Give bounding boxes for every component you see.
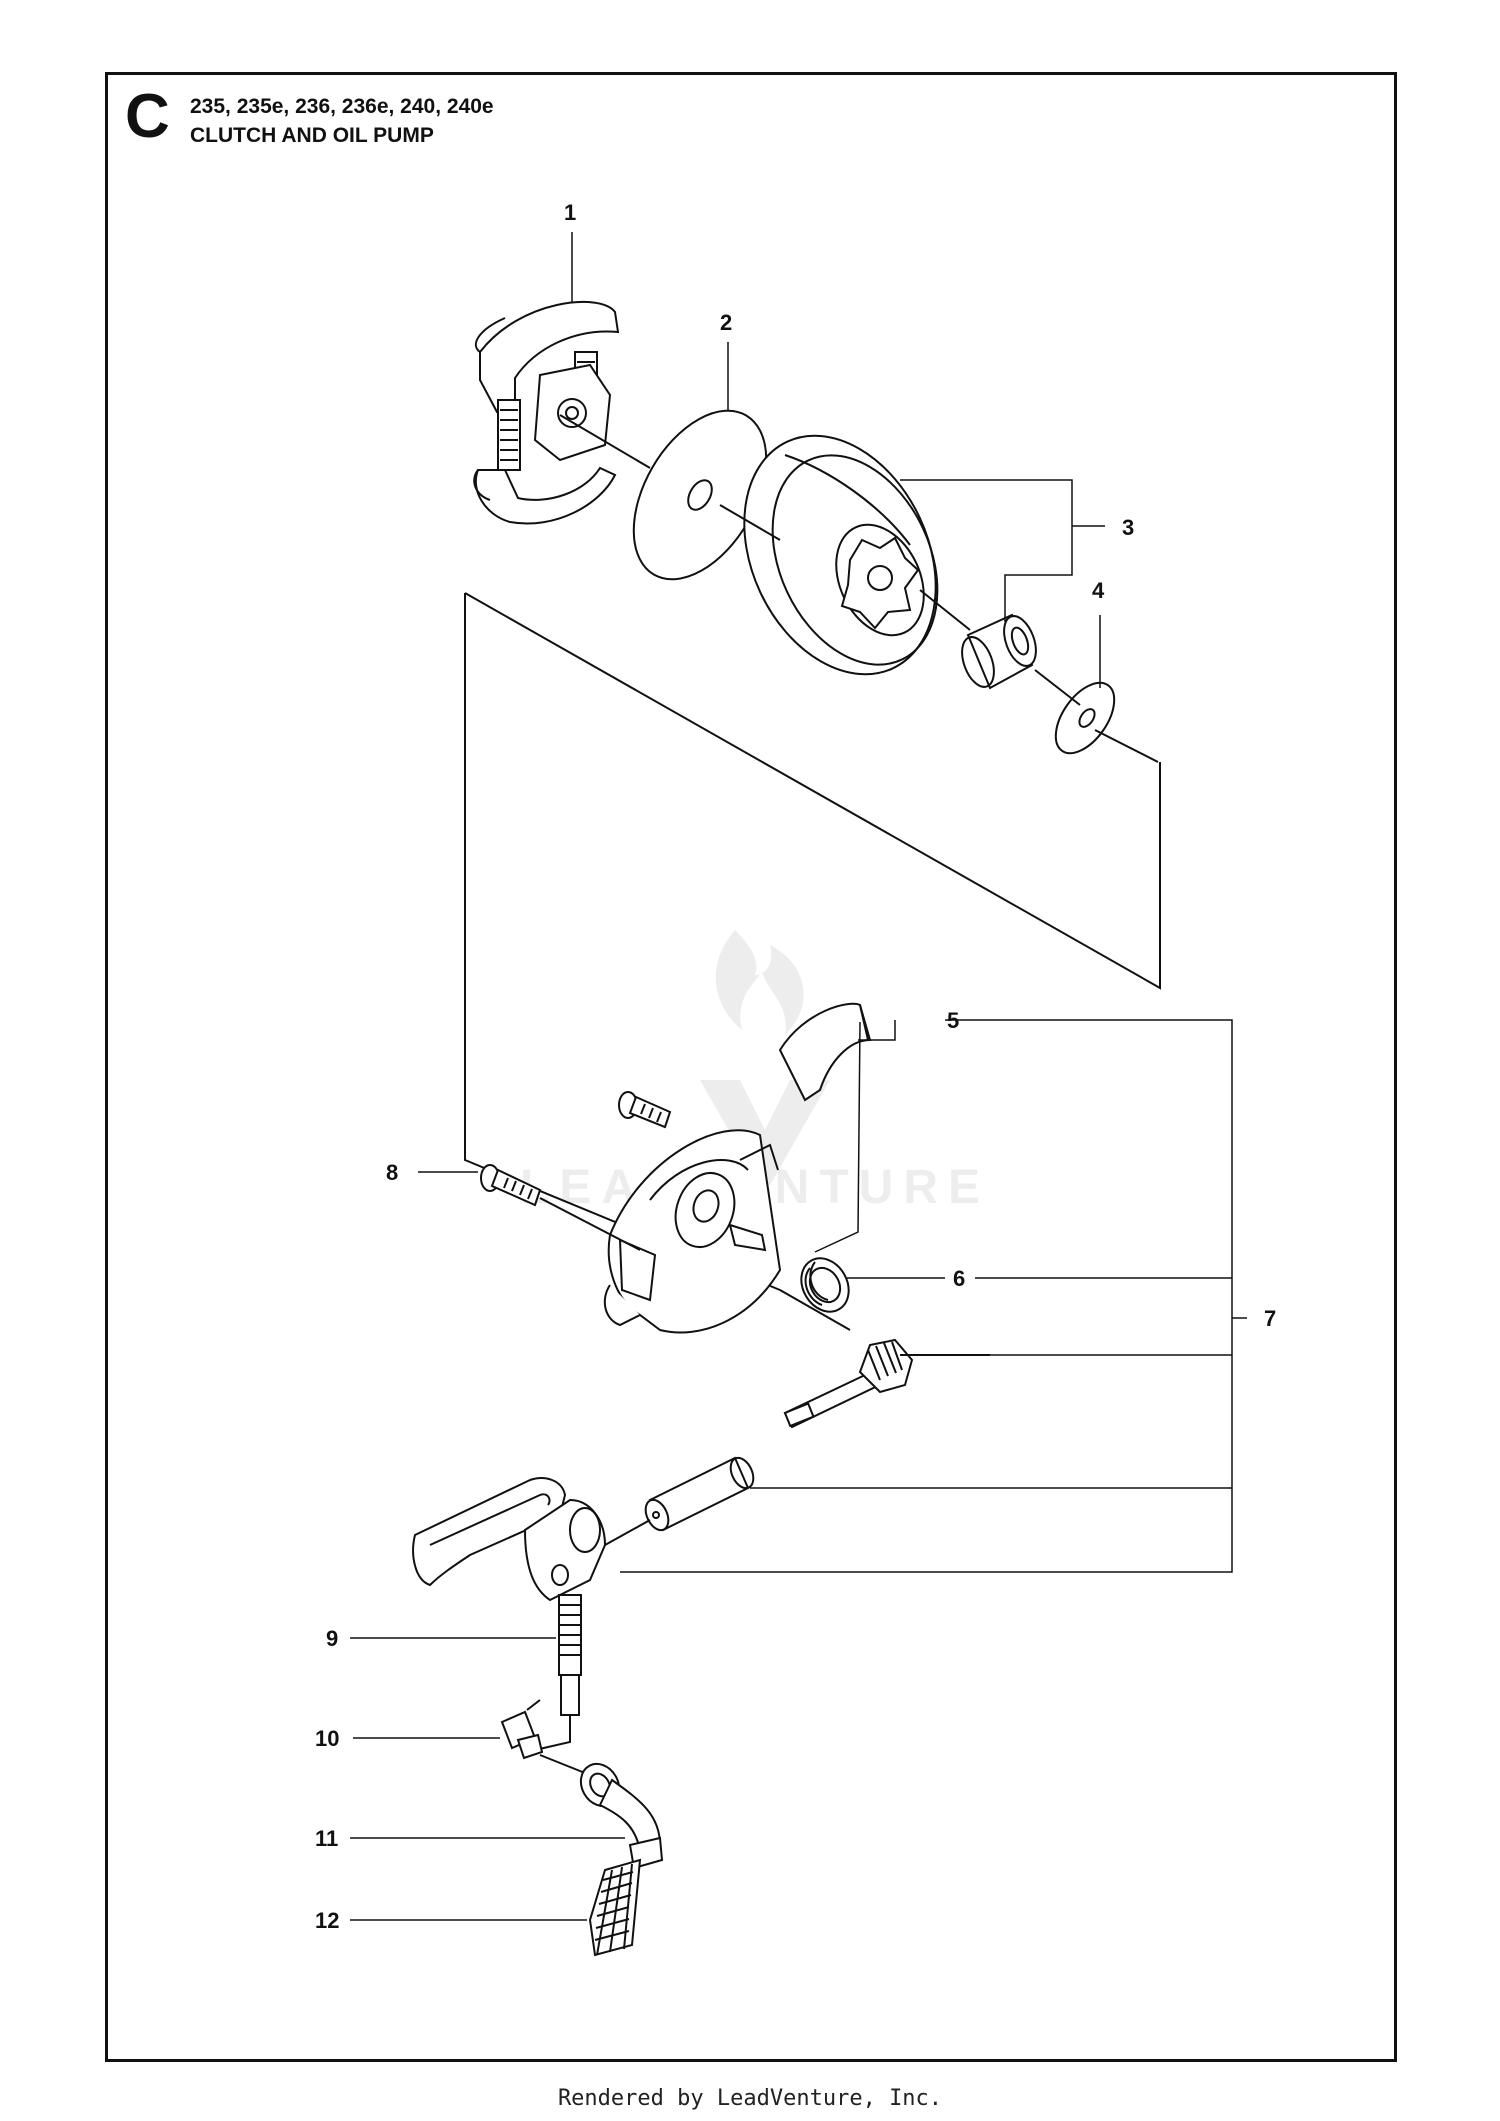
oil-pump-body: [412, 1477, 651, 1602]
callout-1: 1: [564, 200, 576, 225]
screw-upper: [618, 1091, 672, 1129]
pump-worm-gear: [783, 1338, 990, 1429]
callout-8: 8: [386, 1160, 398, 1185]
part-9-pipe: [534, 1594, 582, 1751]
model-list: 235, 235e, 236, 236e, 240, 240e: [190, 95, 494, 118]
diagram-frame: [105, 72, 1397, 2062]
part-6-spring: [800, 1257, 850, 1313]
footer-credit: Rendered by LeadVenture, Inc.: [557, 2086, 943, 2111]
oil-pump-housing: [603, 1129, 782, 1334]
callout-12: 12: [315, 1908, 339, 1933]
flame-logo-icon: [715, 930, 804, 1035]
callout-4: 4: [1092, 578, 1105, 603]
callout-3: 3: [1122, 515, 1134, 540]
callout-10: 10: [315, 1726, 339, 1751]
pump-plunger: [644, 1456, 755, 1532]
callout-11: 11: [315, 1826, 338, 1851]
section-title: CLUTCH AND OIL PUMP: [190, 124, 434, 147]
shaft-line: [559, 414, 1159, 763]
part-12-filter: [588, 1858, 642, 1957]
callout-7: 7: [1264, 1306, 1276, 1331]
part-8-screw: [480, 1164, 641, 1251]
part-1-clutch: [473, 301, 620, 525]
part-5-guide: [778, 1002, 872, 1102]
callout-2: 2: [720, 310, 732, 335]
part-11-hose: [579, 1762, 664, 1870]
leader-lines: [350, 232, 1247, 1921]
part-10-nipple: [500, 1699, 591, 1776]
callout-6: 6: [953, 1266, 965, 1291]
part-3-needle-bearing: [961, 613, 1037, 690]
assembly-frame-line: [464, 592, 1161, 1331]
part-3-clutch-drum: [743, 434, 939, 676]
part-4-washer: [1054, 681, 1116, 755]
callout-5: 5: [947, 1008, 959, 1033]
callout-labels: 1 2 3 4 5 6 7 8 9 10 11 12: [315, 200, 1276, 1933]
section-letter: C: [125, 82, 170, 151]
callout-9: 9: [326, 1626, 338, 1651]
v-logo-icon: [700, 1080, 830, 1185]
